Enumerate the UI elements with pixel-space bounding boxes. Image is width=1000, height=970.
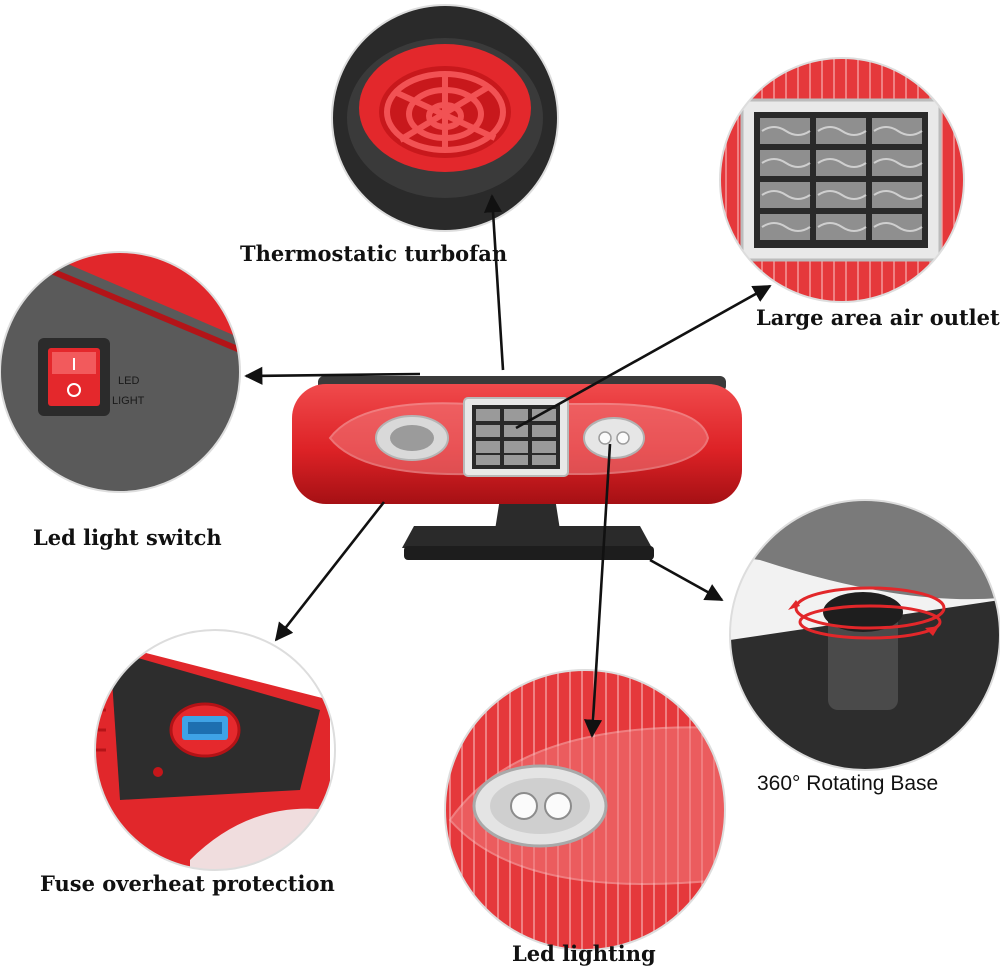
label-thermostatic-turbofan: Thermostatic turbofan — [240, 241, 508, 266]
label-led-lighting: Led lighting — [512, 941, 656, 966]
fuse-detail-image — [95, 630, 335, 870]
arrow-to-switch — [244, 366, 421, 385]
arrow-to-air-outlet — [515, 284, 772, 430]
label-led-light-switch: Led light switch — [33, 525, 222, 550]
switch-detail-image: LED LIGHT — [0, 252, 240, 492]
label-360-rotating-base: 360° Rotating Base — [757, 772, 939, 795]
air-outlet-detail-image — [720, 58, 964, 302]
svg-text:LED: LED — [118, 375, 139, 387]
arrow-to-turbofan — [483, 194, 505, 371]
led-lighting-detail-image — [445, 670, 725, 950]
car-heater-product-image — [292, 376, 742, 560]
turbofan-detail-image — [332, 5, 558, 231]
rotating-base-detail-image — [730, 500, 1000, 770]
arrow-to-led-lighting — [583, 443, 612, 738]
arrow-to-fuse — [274, 501, 386, 642]
callout-arrows — [244, 194, 772, 738]
label-fuse-overheat-protection: Fuse overheat protection — [40, 871, 335, 896]
label-large-area-air-outlet: Large area air outlet — [756, 305, 1000, 330]
svg-text:LIGHT: LIGHT — [112, 395, 145, 407]
arrow-to-rotating-base — [649, 558, 724, 602]
